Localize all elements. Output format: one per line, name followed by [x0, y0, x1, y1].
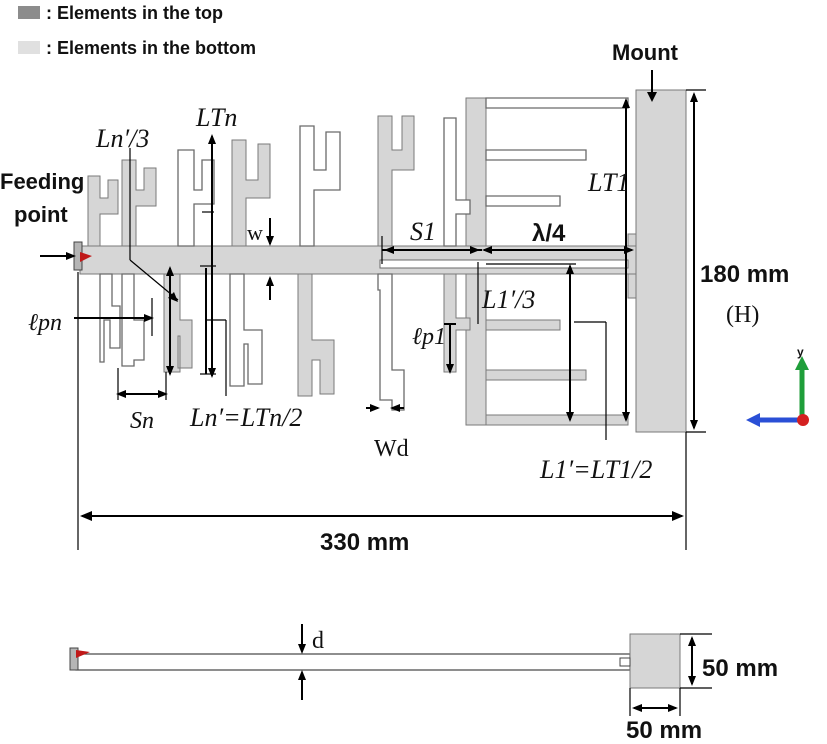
label-lambda: λ/4	[532, 220, 566, 247]
legend-swatch-bottom	[18, 41, 40, 54]
axis-y-label: y	[797, 345, 804, 359]
label-l1-eq: L1′=LT1/2	[539, 455, 652, 484]
label-height-mm: 180 mm	[700, 261, 789, 288]
label-ltn: LTn	[195, 103, 237, 132]
legend-swatch-top	[18, 6, 40, 19]
label-lp1: ℓp1	[412, 324, 446, 350]
label-width-mm: 330 mm	[320, 529, 409, 556]
mount-block	[635, 89, 687, 433]
label-mount: Mount	[612, 40, 679, 65]
label-ln-third: Ln′/3	[95, 124, 149, 153]
label-ln-eq: Ln′=LTn/2	[189, 403, 302, 432]
label-l1-third: L1′/3	[481, 285, 535, 314]
antenna-side-view: d 50 mm 50 mm	[69, 624, 778, 744]
legend-label-top: : Elements in the top	[46, 3, 223, 23]
dipole-3-lower	[377, 273, 405, 411]
side-substrate	[75, 653, 631, 671]
dipole-2-upper	[443, 117, 471, 247]
side-mount	[629, 633, 681, 689]
dipole-8-upper	[87, 175, 119, 247]
label-lpn: ℓpn	[28, 310, 62, 336]
label-sn: Sn	[130, 408, 154, 434]
legend: : Elements in the top : Elements in the …	[18, 3, 256, 58]
label-depth-mm: 50 mm	[626, 717, 702, 744]
feed-marker	[80, 252, 92, 262]
axis-origin-icon	[797, 414, 809, 426]
label-point: point	[14, 202, 68, 227]
axis-x-arrow-icon	[746, 413, 760, 427]
dipole-1-upper-bottom	[465, 97, 487, 247]
side-feed	[69, 647, 79, 671]
label-height-tag: (H)	[726, 302, 759, 328]
dipole-5-lower	[229, 273, 263, 387]
dipole-7-upper	[121, 159, 157, 247]
label-w: w	[247, 220, 263, 245]
legend-label-bottom: : Elements in the bottom	[46, 38, 256, 58]
label-lt1: LT1	[587, 168, 629, 197]
dipole-7-lower	[121, 273, 145, 367]
dipole-4-upper	[299, 125, 341, 247]
label-s1: S1	[410, 217, 436, 246]
label-feeding: Feeding	[0, 169, 84, 194]
label-d: d	[312, 628, 324, 654]
dipole-3-upper	[377, 115, 415, 247]
dipole-4-lower	[297, 273, 335, 397]
dipole-1-lower-branch	[485, 319, 629, 426]
dimension-lines	[40, 70, 706, 550]
axis-y-arrow-icon	[795, 356, 809, 370]
side-mount-tab	[619, 657, 631, 667]
antenna-top-view: Mount Feeding point Ln′/3 LTn LT1 w S1 λ…	[0, 40, 789, 556]
dipole-6-upper	[177, 149, 215, 247]
axis-triad: y	[746, 345, 809, 427]
dipole-5-upper	[231, 139, 271, 247]
label-wd: Wd	[374, 436, 409, 462]
label-thick-mm: 50 mm	[702, 655, 778, 682]
side-feed-marker	[76, 650, 90, 658]
dipole-6-lower	[163, 273, 193, 373]
